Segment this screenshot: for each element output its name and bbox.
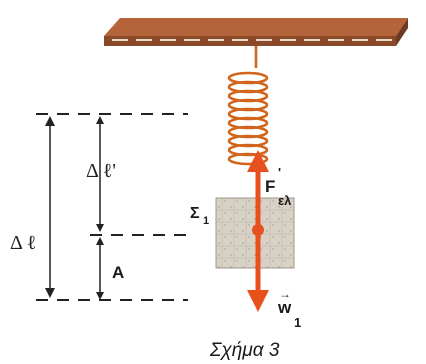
figure-caption: Σχήμα 3 (209, 340, 280, 361)
weight-label-subscript: 1 (294, 315, 301, 330)
center-of-mass (252, 224, 264, 236)
body-label-subscript: 1 (203, 215, 209, 227)
dashed-lines (36, 113, 188, 301)
elastic-force-arrowhead (247, 150, 269, 172)
force-f-prime: ' (278, 165, 281, 180)
amplitude-label: A (112, 263, 124, 282)
delta-l-label: Δ ℓ (10, 232, 36, 254)
force-f-subscript: ελ (278, 193, 292, 208)
spring (227, 46, 269, 166)
weight-arrowhead (247, 290, 269, 312)
weight-label: w (277, 298, 292, 317)
force-arrows (247, 150, 269, 312)
delta-l-prime-label: Δ ℓ' (86, 160, 116, 182)
dimension-arrows (45, 116, 104, 300)
weight-vector-bar: → (279, 287, 291, 301)
body-label: Σ (190, 205, 200, 222)
force-f-label: F (265, 177, 275, 196)
ceiling (104, 18, 408, 46)
